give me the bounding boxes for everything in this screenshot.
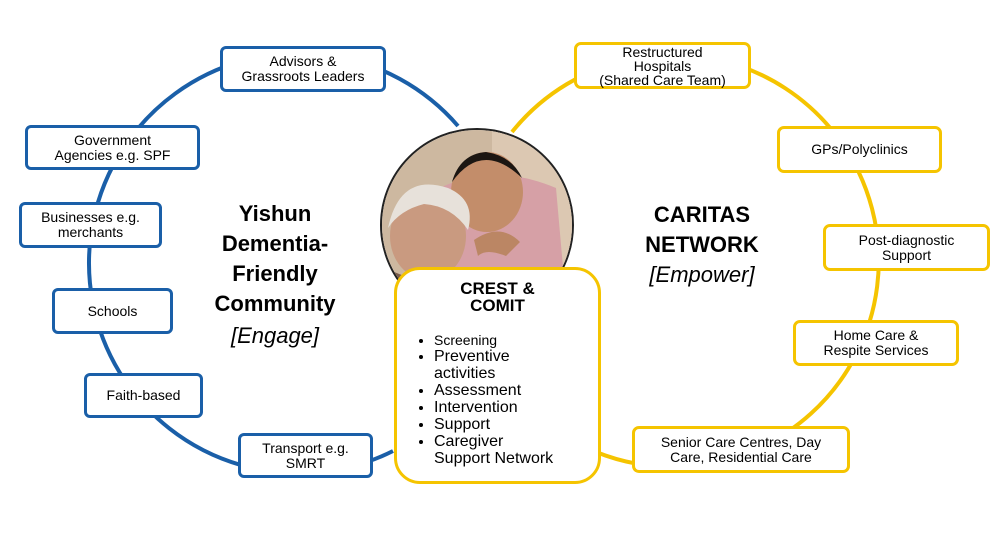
- node-government-agencies: Government Agencies e.g. SPF: [25, 125, 200, 170]
- service-preventive-activities: Preventive activities: [434, 348, 604, 382]
- node-businesses: Businesses e.g. merchants: [19, 202, 162, 248]
- service-intervention: Intervention: [434, 399, 604, 416]
- network-subtitle: [Empower]: [649, 262, 755, 287]
- node-advisors-grassroots: Advisors & Grassroots Leaders: [220, 46, 386, 92]
- node-schools: Schools: [52, 288, 173, 334]
- network-title: CARITAS NETWORK: [645, 202, 759, 257]
- node-senior-care-centres: Senior Care Centres, Day Care, Residenti…: [632, 426, 850, 473]
- community-subtitle: [Engage]: [230, 323, 320, 348]
- crest-comit-services: Screening Preventive activities Assessme…: [416, 332, 604, 467]
- service-assessment: Assessment: [434, 382, 604, 399]
- node-restructured-hospitals: Restructured Hospitals (Shared Care Team…: [574, 42, 751, 89]
- service-support: Support: [434, 416, 604, 433]
- node-home-care-respite: Home Care & Respite Services: [793, 320, 959, 366]
- node-post-diagnostic-support: Post-diagnostic Support: [823, 224, 990, 271]
- crest-comit-title: CREST & COMIT: [460, 279, 535, 315]
- service-caregiver-support-network: Caregiver Support Network: [434, 433, 604, 467]
- crest-comit-box: CREST & COMIT Screening Preventive activ…: [394, 267, 601, 484]
- node-gps-polyclinics: GPs/Polyclinics: [777, 126, 942, 173]
- node-faith-based: Faith-based: [84, 373, 203, 418]
- node-transport: Transport e.g. SMRT: [238, 433, 373, 478]
- community-title: Yishun Dementia- Friendly Community: [214, 201, 336, 316]
- service-screening: Screening: [434, 332, 604, 348]
